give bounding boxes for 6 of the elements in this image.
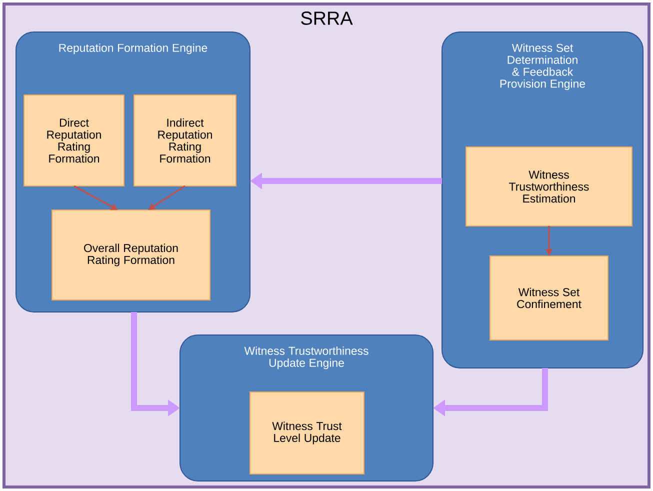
process-box: Overall Reputation Rating Formation	[52, 210, 210, 300]
process-box: Witness Set Confinement	[490, 256, 608, 340]
process-box: Witness Trustworthiness Estimation	[466, 146, 632, 226]
process-box: Witness Trust Level Update	[250, 392, 364, 474]
process-box: Direct Reputation Rating Formation	[24, 94, 124, 186]
process-box: Indirect Reputation Rating Formation	[134, 94, 236, 186]
